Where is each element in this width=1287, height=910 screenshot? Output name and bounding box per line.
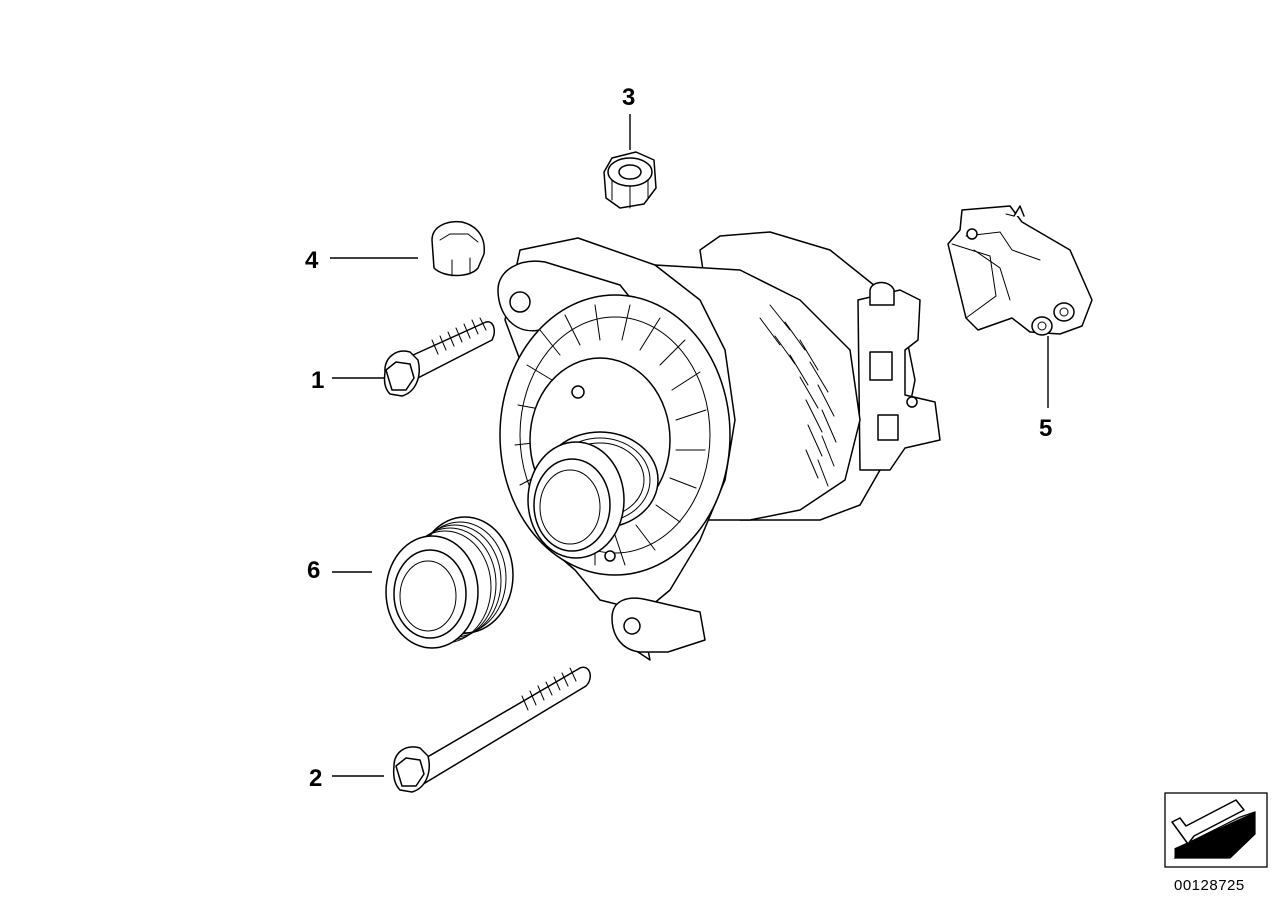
stator-ribs	[759, 304, 837, 487]
callout-6[interactable]: 6	[307, 557, 320, 584]
part-2-long-bolt	[392, 666, 591, 793]
part-3-collar-nut	[603, 151, 657, 209]
part-4-cap-nut	[431, 220, 486, 277]
callout-1[interactable]: 1	[311, 367, 324, 394]
arrow-down-left-icon	[1171, 799, 1256, 859]
callout-5[interactable]: 5	[1039, 415, 1052, 442]
part-6-belt-pulley	[385, 516, 514, 649]
alternator	[497, 231, 941, 661]
part-5-voltage-regulator	[947, 205, 1093, 336]
callout-4[interactable]: 4	[305, 247, 319, 274]
callout-2[interactable]: 2	[309, 765, 322, 792]
callout-3[interactable]: 3	[622, 84, 635, 111]
reference-number: 00128725	[1174, 877, 1245, 894]
orientation-box	[1164, 792, 1268, 868]
part-1-short-bolt	[383, 317, 495, 397]
